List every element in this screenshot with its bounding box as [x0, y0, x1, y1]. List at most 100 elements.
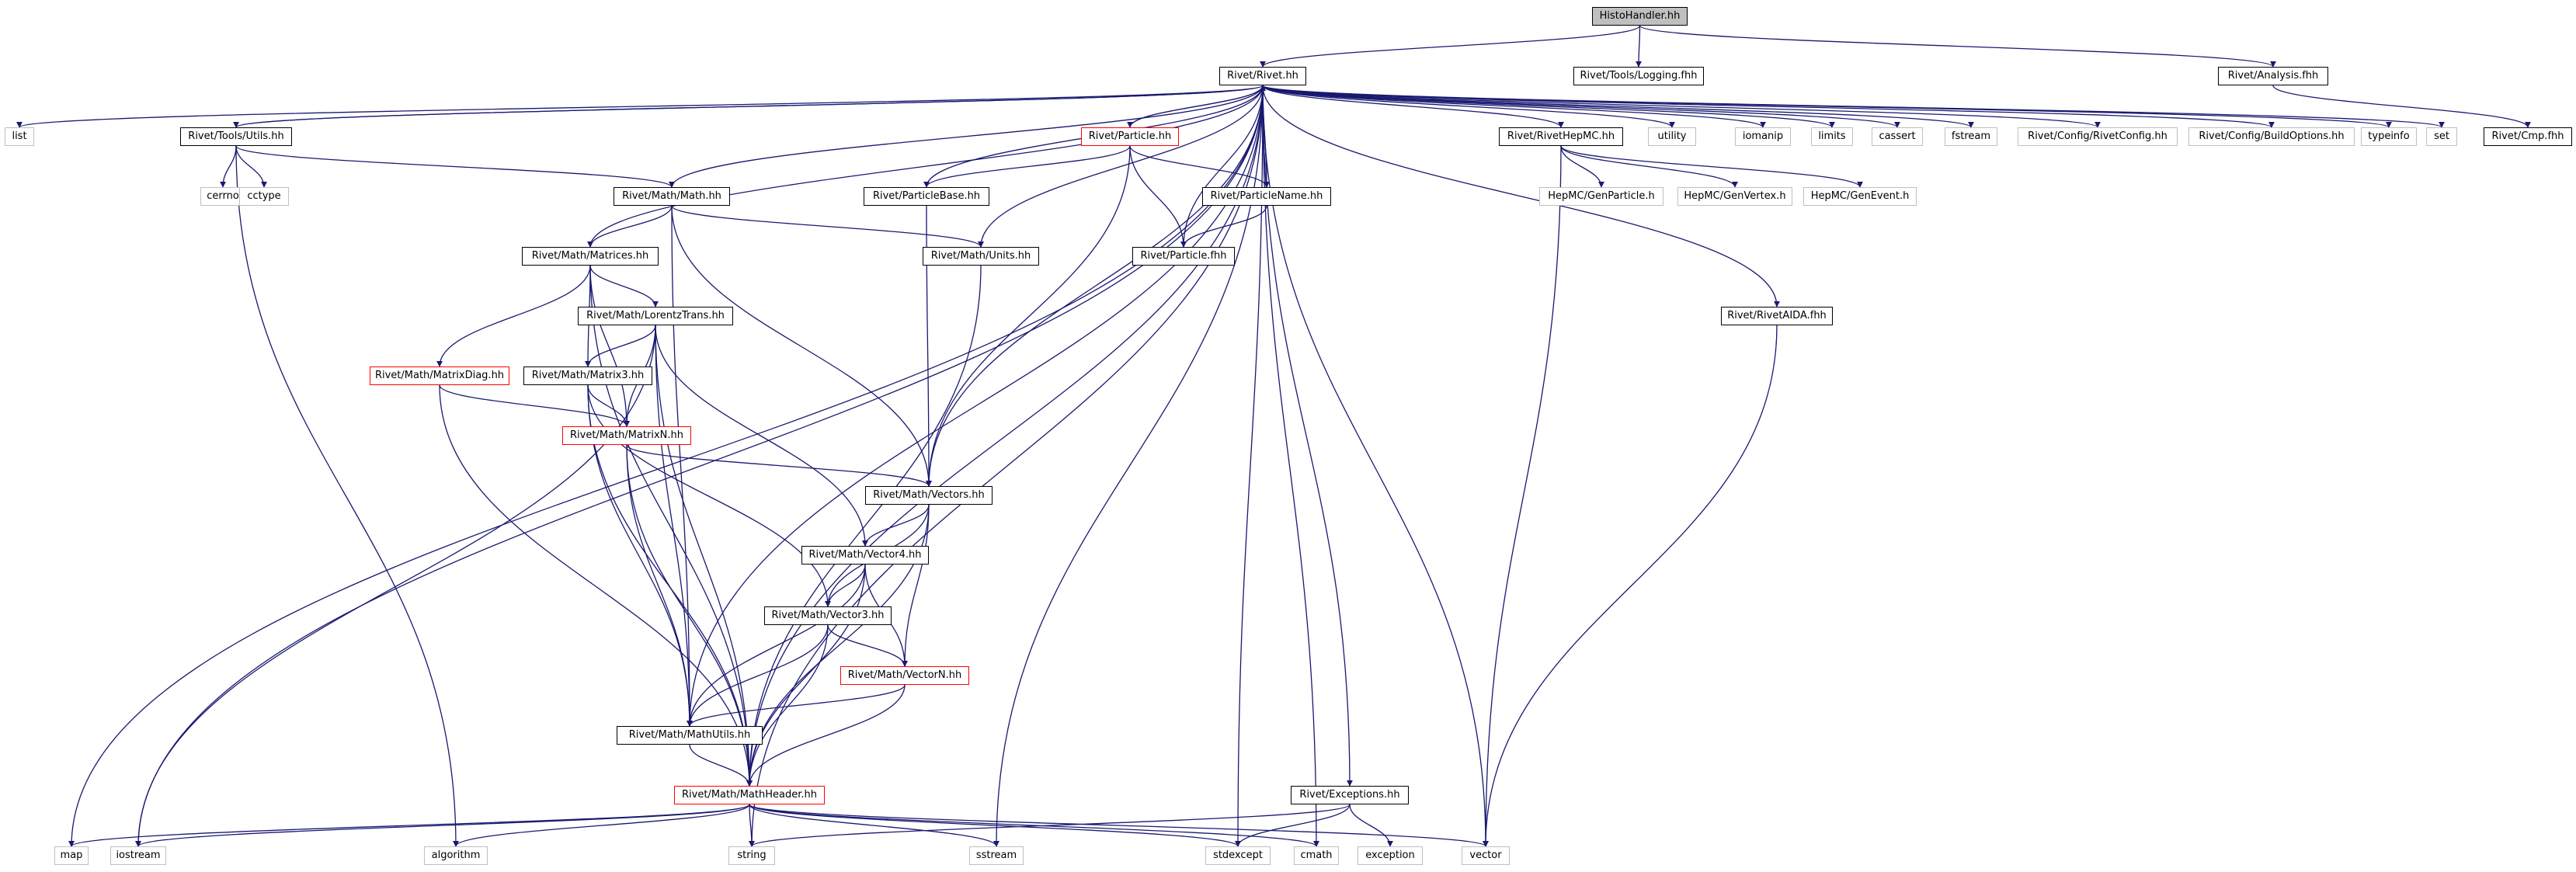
node-histohandler[interactable]: HistoHandler.hh — [1592, 7, 1688, 26]
edge-rivet-to-iostream — [135, 85, 1264, 847]
edge-rivet-to-rivetaida — [1262, 85, 1780, 307]
node-rivetaida[interactable]: Rivet/RivetAIDA.fhh — [1721, 307, 1833, 325]
node-matrixdiag[interactable]: Rivet/Math/MatrixDiag.hh — [370, 367, 509, 385]
edge-rivet-to-typeinfo — [1262, 85, 2392, 128]
edge-vectorn-to-mathheader — [746, 684, 906, 787]
edge-vectorn-to-mathutils — [687, 684, 906, 727]
edge-math-to-matrices — [587, 205, 673, 248]
edge-matrices-to-matrixn — [589, 265, 630, 427]
edge-utils-to-rivet — [235, 85, 1266, 128]
edge-particlename-to-rivet — [1260, 85, 1267, 188]
edge-rivet-to-iomanip — [1262, 85, 1766, 128]
node-utils[interactable]: Rivet/Tools/Utils.hh — [180, 127, 292, 146]
node-typeinfo[interactable]: typeinfo — [2361, 127, 2417, 146]
node-particlename[interactable]: Rivet/ParticleName.hh — [1202, 187, 1331, 206]
node-map[interactable]: map — [54, 846, 89, 865]
edge-particle-to-particlefhh — [1129, 145, 1187, 248]
edge-mathheader-to-vector — [749, 804, 1489, 847]
node-logging[interactable]: Rivet/Tools/Logging.fhh — [1573, 67, 1704, 85]
node-cmath[interactable]: cmath — [1294, 846, 1339, 865]
edge-rivet-to-mathutils — [687, 85, 1264, 727]
node-rivet[interactable]: Rivet/Rivet.hh — [1219, 67, 1306, 85]
node-units[interactable]: Rivet/Math/Units.hh — [923, 247, 1039, 266]
node-genvertex[interactable]: HepMC/GenVertex.h — [1677, 187, 1792, 206]
edge-matrixdiag-to-matrixn — [439, 384, 630, 427]
edge-math-to-mathutils — [671, 205, 693, 727]
edge-math-to-units — [671, 205, 984, 248]
edge-rivet-to-rivetconfig — [1262, 85, 2101, 128]
edge-rivethepmc-to-genvertex — [1560, 145, 1738, 188]
edge-rivet-to-exceptions — [1262, 85, 1353, 787]
node-particlefhh[interactable]: Rivet/Particle.fhh — [1132, 247, 1235, 266]
node-cassert[interactable]: cassert — [1872, 127, 1923, 146]
node-cerrno[interactable]: cerrno — [200, 187, 245, 206]
edge-matrixn-to-mathutils — [626, 444, 693, 727]
edge-vector4-to-mathheader — [746, 564, 866, 787]
edge-exceptions-to-string — [749, 804, 1351, 847]
node-stdexcept[interactable]: stdexcept — [1205, 846, 1271, 865]
edge-utils-to-math — [235, 145, 675, 188]
node-iostream[interactable]: iostream — [110, 846, 166, 865]
edge-histohandler-to-rivet — [1260, 25, 1641, 68]
edge-mathheader-to-string — [748, 804, 755, 847]
node-algorithm[interactable]: algorithm — [424, 846, 488, 865]
node-genparticle[interactable]: HepMC/GenParticle.h — [1539, 187, 1663, 206]
node-analysis[interactable]: Rivet/Analysis.fhh — [2218, 67, 2328, 85]
node-mathutils[interactable]: Rivet/Math/MathUtils.hh — [617, 726, 763, 745]
edge-particle-to-vectors — [926, 145, 1131, 487]
edge-rivethepmc-to-genevent — [1560, 145, 1863, 188]
edge-mathheader-to-iostream — [135, 804, 750, 847]
edge-matrices-to-lorentztrans — [589, 265, 659, 307]
node-sstream[interactable]: sstream — [969, 846, 1024, 865]
edge-vector4-to-mathutils — [687, 564, 866, 727]
node-string[interactable]: string — [728, 846, 775, 865]
edge-lorentztrans-to-iostream — [135, 325, 656, 847]
node-buildoptions[interactable]: Rivet/Config/BuildOptions.hh — [2188, 127, 2355, 146]
node-limits[interactable]: limits — [1811, 127, 1853, 146]
edge-matrix3-to-vector3 — [587, 384, 831, 607]
node-matrixn[interactable]: Rivet/Math/MatrixN.hh — [562, 426, 691, 445]
node-set[interactable]: set — [2426, 127, 2457, 146]
edge-lorentztrans-to-matrix3 — [585, 325, 656, 367]
node-mathheader[interactable]: Rivet/Math/MathHeader.hh — [674, 786, 825, 804]
edge-rivet-to-cmath — [1262, 85, 1319, 847]
node-genevent[interactable]: HepMC/GenEvent.h — [1803, 187, 1917, 206]
edge-mathutils-to-mathheader — [689, 744, 753, 787]
edge-lorentztrans-to-mathheader — [655, 325, 753, 787]
node-matrices[interactable]: Rivet/Math/Matrices.hh — [522, 247, 659, 266]
edge-particlefhh-to-rivet — [1183, 85, 1266, 248]
node-rivetconfig[interactable]: Rivet/Config/RivetConfig.hh — [2018, 127, 2178, 146]
edge-rivet-to-mathheader — [746, 85, 1264, 787]
node-vector3[interactable]: Rivet/Math/Vector3.hh — [764, 606, 892, 625]
node-math[interactable]: Rivet/Math/Math.hh — [614, 187, 730, 206]
node-list[interactable]: list — [5, 127, 34, 146]
edge-analysis-to-cmp — [2272, 85, 2531, 128]
node-cctype[interactable]: cctype — [239, 187, 289, 206]
node-lorentztrans[interactable]: Rivet/Math/LorentzTrans.hh — [578, 307, 733, 325]
node-matrix3[interactable]: Rivet/Math/Matrix3.hh — [523, 367, 652, 385]
node-cmp[interactable]: Rivet/Cmp.fhh — [2484, 127, 2572, 146]
node-particle[interactable]: Rivet/Particle.hh — [1081, 127, 1179, 146]
node-utility[interactable]: utility — [1648, 127, 1696, 146]
edge-rivet-to-stdexcept — [1235, 85, 1264, 847]
node-fstream[interactable]: fstream — [1945, 127, 1997, 146]
edge-rivet-to-rivethepmc — [1262, 85, 1564, 128]
edge-rivet-to-map — [68, 85, 1264, 847]
node-vector[interactable]: vector — [1462, 846, 1510, 865]
node-particlebase[interactable]: Rivet/ParticleBase.hh — [864, 187, 989, 206]
node-vectorn[interactable]: Rivet/Math/VectorN.hh — [840, 666, 969, 685]
edge-particle-to-particlename — [1129, 145, 1270, 188]
node-exceptions[interactable]: Rivet/Exceptions.hh — [1291, 786, 1409, 804]
edge-vector3-to-vectorn — [827, 624, 908, 667]
node-rivethepmc[interactable]: Rivet/RivetHepMC.hh — [1499, 127, 1623, 146]
edge-rivet-to-math — [669, 85, 1264, 188]
edge-mathheader-to-map — [68, 804, 750, 847]
node-iomanip[interactable]: iomanip — [1735, 127, 1791, 146]
edge-rivet-to-utility — [1262, 85, 1675, 128]
node-exception[interactable]: exception — [1358, 846, 1423, 865]
edge-utils-to-algorithm — [235, 145, 459, 847]
edge-matrixn-to-vectors — [626, 444, 932, 487]
node-vectors[interactable]: Rivet/Math/Vectors.hh — [865, 486, 993, 505]
edge-math-to-vectors — [671, 205, 932, 487]
node-vector4[interactable]: Rivet/Math/Vector4.hh — [801, 546, 929, 565]
